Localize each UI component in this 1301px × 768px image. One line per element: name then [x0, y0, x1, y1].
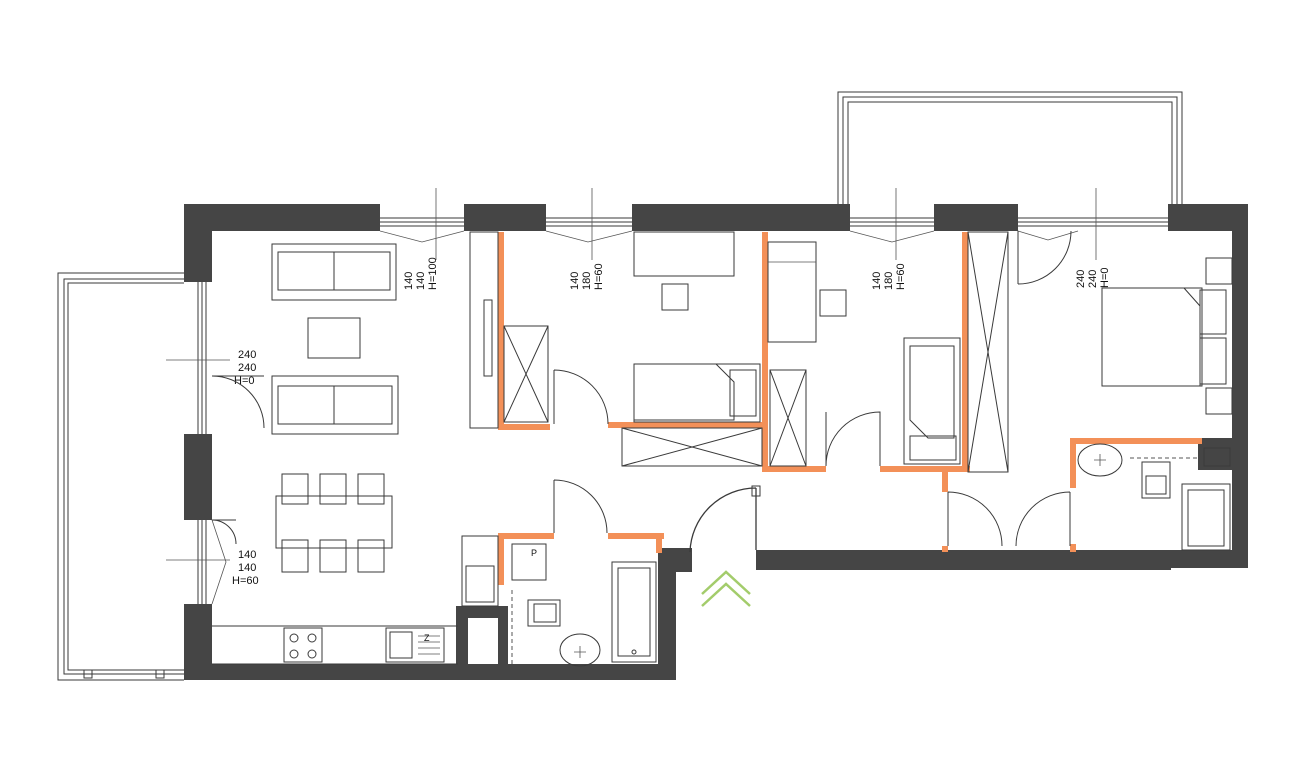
doors: [211, 230, 1072, 553]
fridge: [461, 535, 499, 607]
svg-text:H=60: H=60: [232, 575, 259, 587]
coffee-table: [307, 317, 361, 359]
exterior-walls: [184, 204, 1248, 680]
svg-text:240: 240: [238, 349, 256, 361]
boiler-label: P: [531, 548, 537, 558]
room-1-furniture: [469, 231, 763, 467]
partition-walls: [498, 232, 1202, 585]
svg-text:H=60: H=60: [593, 263, 605, 290]
svg-text:180: 180: [581, 272, 593, 290]
window-label-living-west-bottom: 140 140 H=60: [232, 549, 259, 587]
sofa-top: [271, 243, 397, 301]
window-label-room-2: 140: [569, 272, 581, 290]
corridor-wardrobe: [967, 231, 1009, 473]
window-openings: [166, 188, 1168, 605]
svg-text:180: 180: [883, 272, 895, 290]
svg-text:140: 140: [415, 272, 427, 290]
double-chevron-up-icon: [701, 570, 751, 607]
sink-label: Z: [424, 633, 430, 643]
svg-text:240: 240: [1087, 270, 1099, 288]
window-label-room-3: 140: [871, 272, 883, 290]
dining-set: [275, 473, 393, 573]
window-label-living-west-top: 240 240 H=0: [234, 349, 256, 387]
svg-text:H=0: H=0: [1099, 268, 1111, 289]
sofa-bottom: [271, 375, 399, 435]
svg-text:140: 140: [238, 549, 256, 561]
bathroom-2: [1077, 443, 1231, 551]
north-balcony: [837, 91, 1183, 205]
window-label-room-1: 140: [403, 272, 415, 290]
window-label-bedroom: 240: [1075, 270, 1087, 288]
svg-text:H=0: H=0: [234, 375, 255, 387]
bathroom-1: P: [511, 543, 657, 667]
svg-text:H=100: H=100: [427, 257, 439, 290]
svg-text:H=60: H=60: [895, 263, 907, 290]
west-balcony: [57, 272, 184, 681]
master-bed: [1101, 257, 1233, 415]
svg-text:240: 240: [238, 362, 256, 374]
room-2-furniture: [767, 241, 961, 467]
kitchen-counter: Z: [212, 625, 458, 665]
svg-text:140: 140: [238, 562, 256, 574]
